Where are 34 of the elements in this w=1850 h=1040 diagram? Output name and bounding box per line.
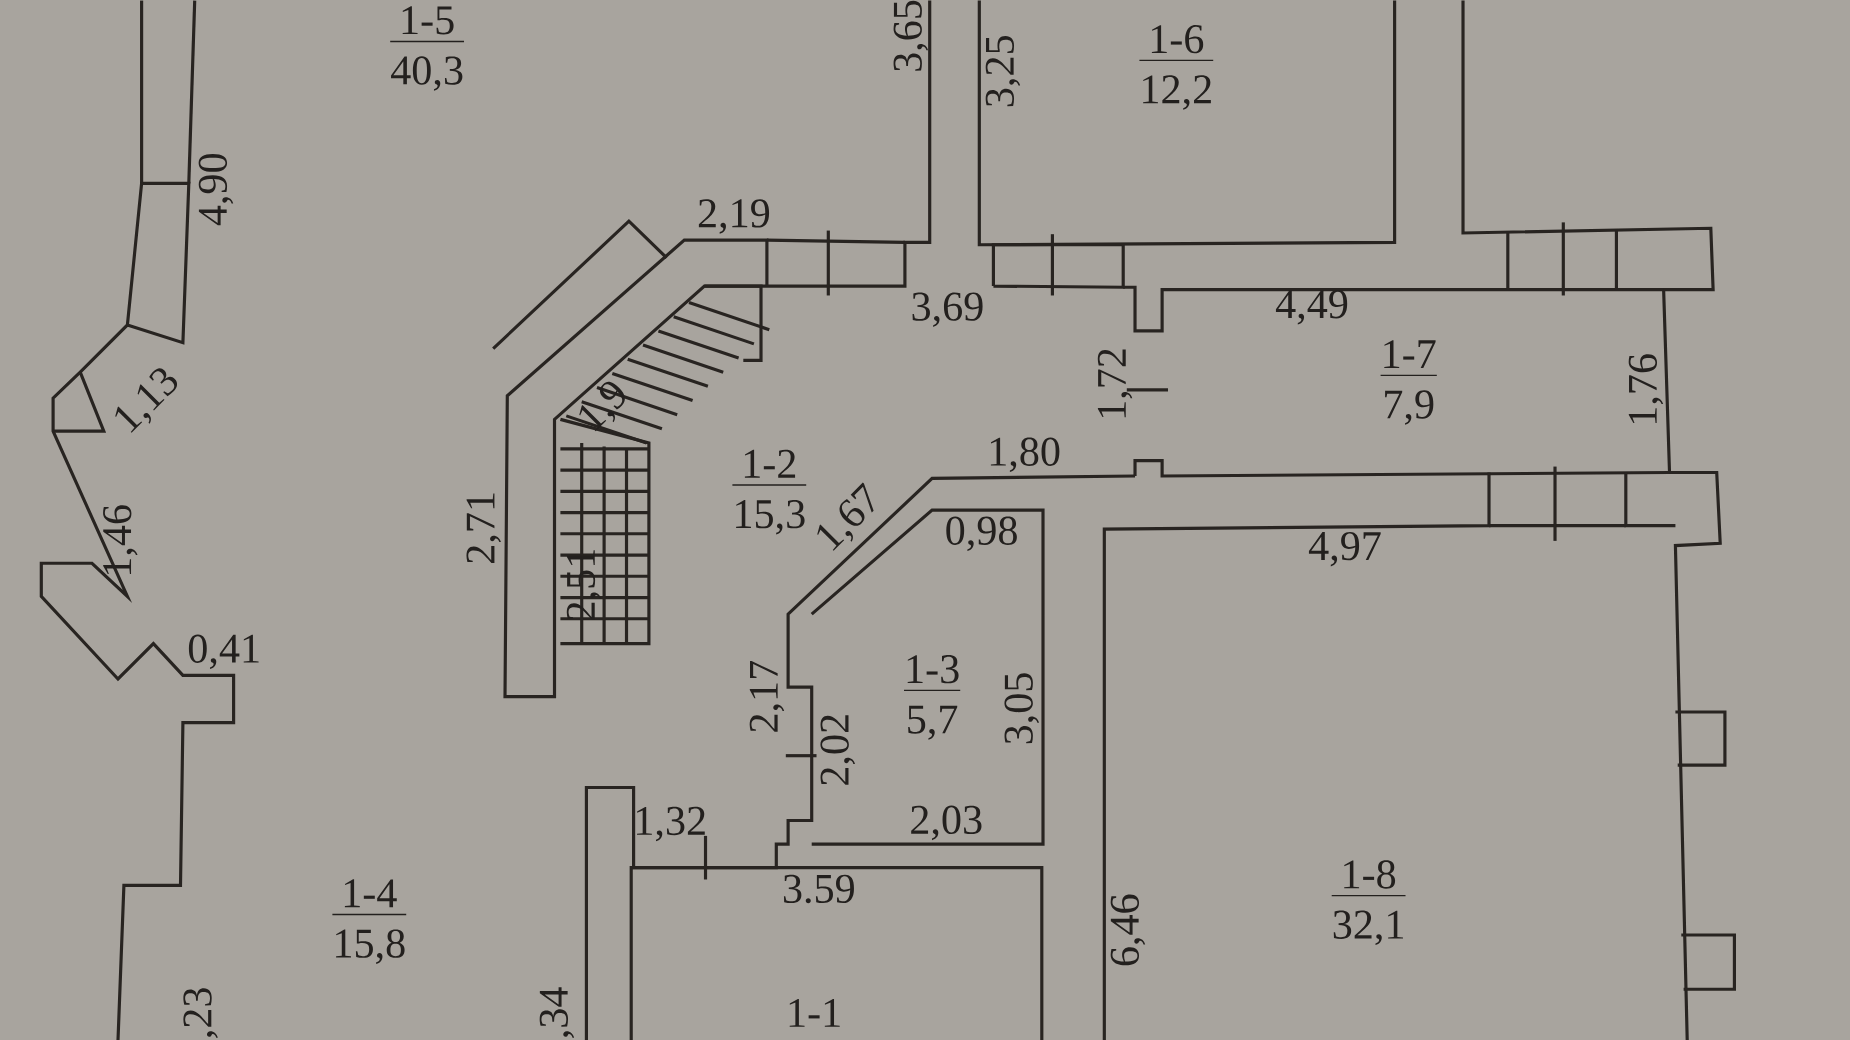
dimension-label: 3,25 xyxy=(985,36,1021,107)
dimension-label: 2,19 xyxy=(698,199,770,234)
dimension-label: 0,98 xyxy=(946,516,1017,552)
dimension-label: 6,46 xyxy=(1110,894,1146,966)
dimension-label: 1,13 xyxy=(115,368,178,433)
dimension-label: 1,67 xyxy=(817,482,874,551)
dimension-label: 3.59 xyxy=(783,874,854,904)
dimension-label: 1,32 xyxy=(637,806,705,842)
dimension-label: 2,17 xyxy=(749,661,785,732)
dimension-label: 4,90 xyxy=(198,154,234,226)
room-label: 1-1 xyxy=(789,998,840,1027)
dimension-label: 1,46 xyxy=(103,505,138,575)
dimension-label: 3,69 xyxy=(912,292,983,327)
dimension-label: 1,72 xyxy=(1097,349,1133,418)
dimension-label: 4,97 xyxy=(1308,531,1381,567)
room-label: 1-2 15,3 xyxy=(731,449,807,535)
dimension-label: 1,80 xyxy=(990,437,1060,473)
room-label: 1-4 15,8 xyxy=(331,879,407,964)
dimension-label: 1,9 xyxy=(579,381,625,432)
room-label: 1-7 7,9 xyxy=(1379,340,1438,425)
dimension-label: 2,71 xyxy=(466,493,501,563)
dimension-label: 1,76 xyxy=(1628,354,1664,424)
room-label: 1-8 32,1 xyxy=(1331,860,1407,946)
dimension-label: ,23 xyxy=(183,988,218,1038)
dimension-label: 4,49 xyxy=(1275,290,1348,325)
dimension-label: 2,02 xyxy=(820,715,855,785)
dimension-label: 2,03 xyxy=(911,805,982,841)
dimension-label: 3,05 xyxy=(1004,673,1039,744)
dimension-label: 3,65 xyxy=(893,0,929,71)
room-label: 1-5 40,3 xyxy=(389,6,465,91)
dimension-label: 0,41 xyxy=(188,634,259,670)
room-label: 1-6 12,2 xyxy=(1138,25,1214,110)
dimension-label: ,34 xyxy=(539,987,575,1038)
room-label: 1-3 5,7 xyxy=(903,655,961,740)
